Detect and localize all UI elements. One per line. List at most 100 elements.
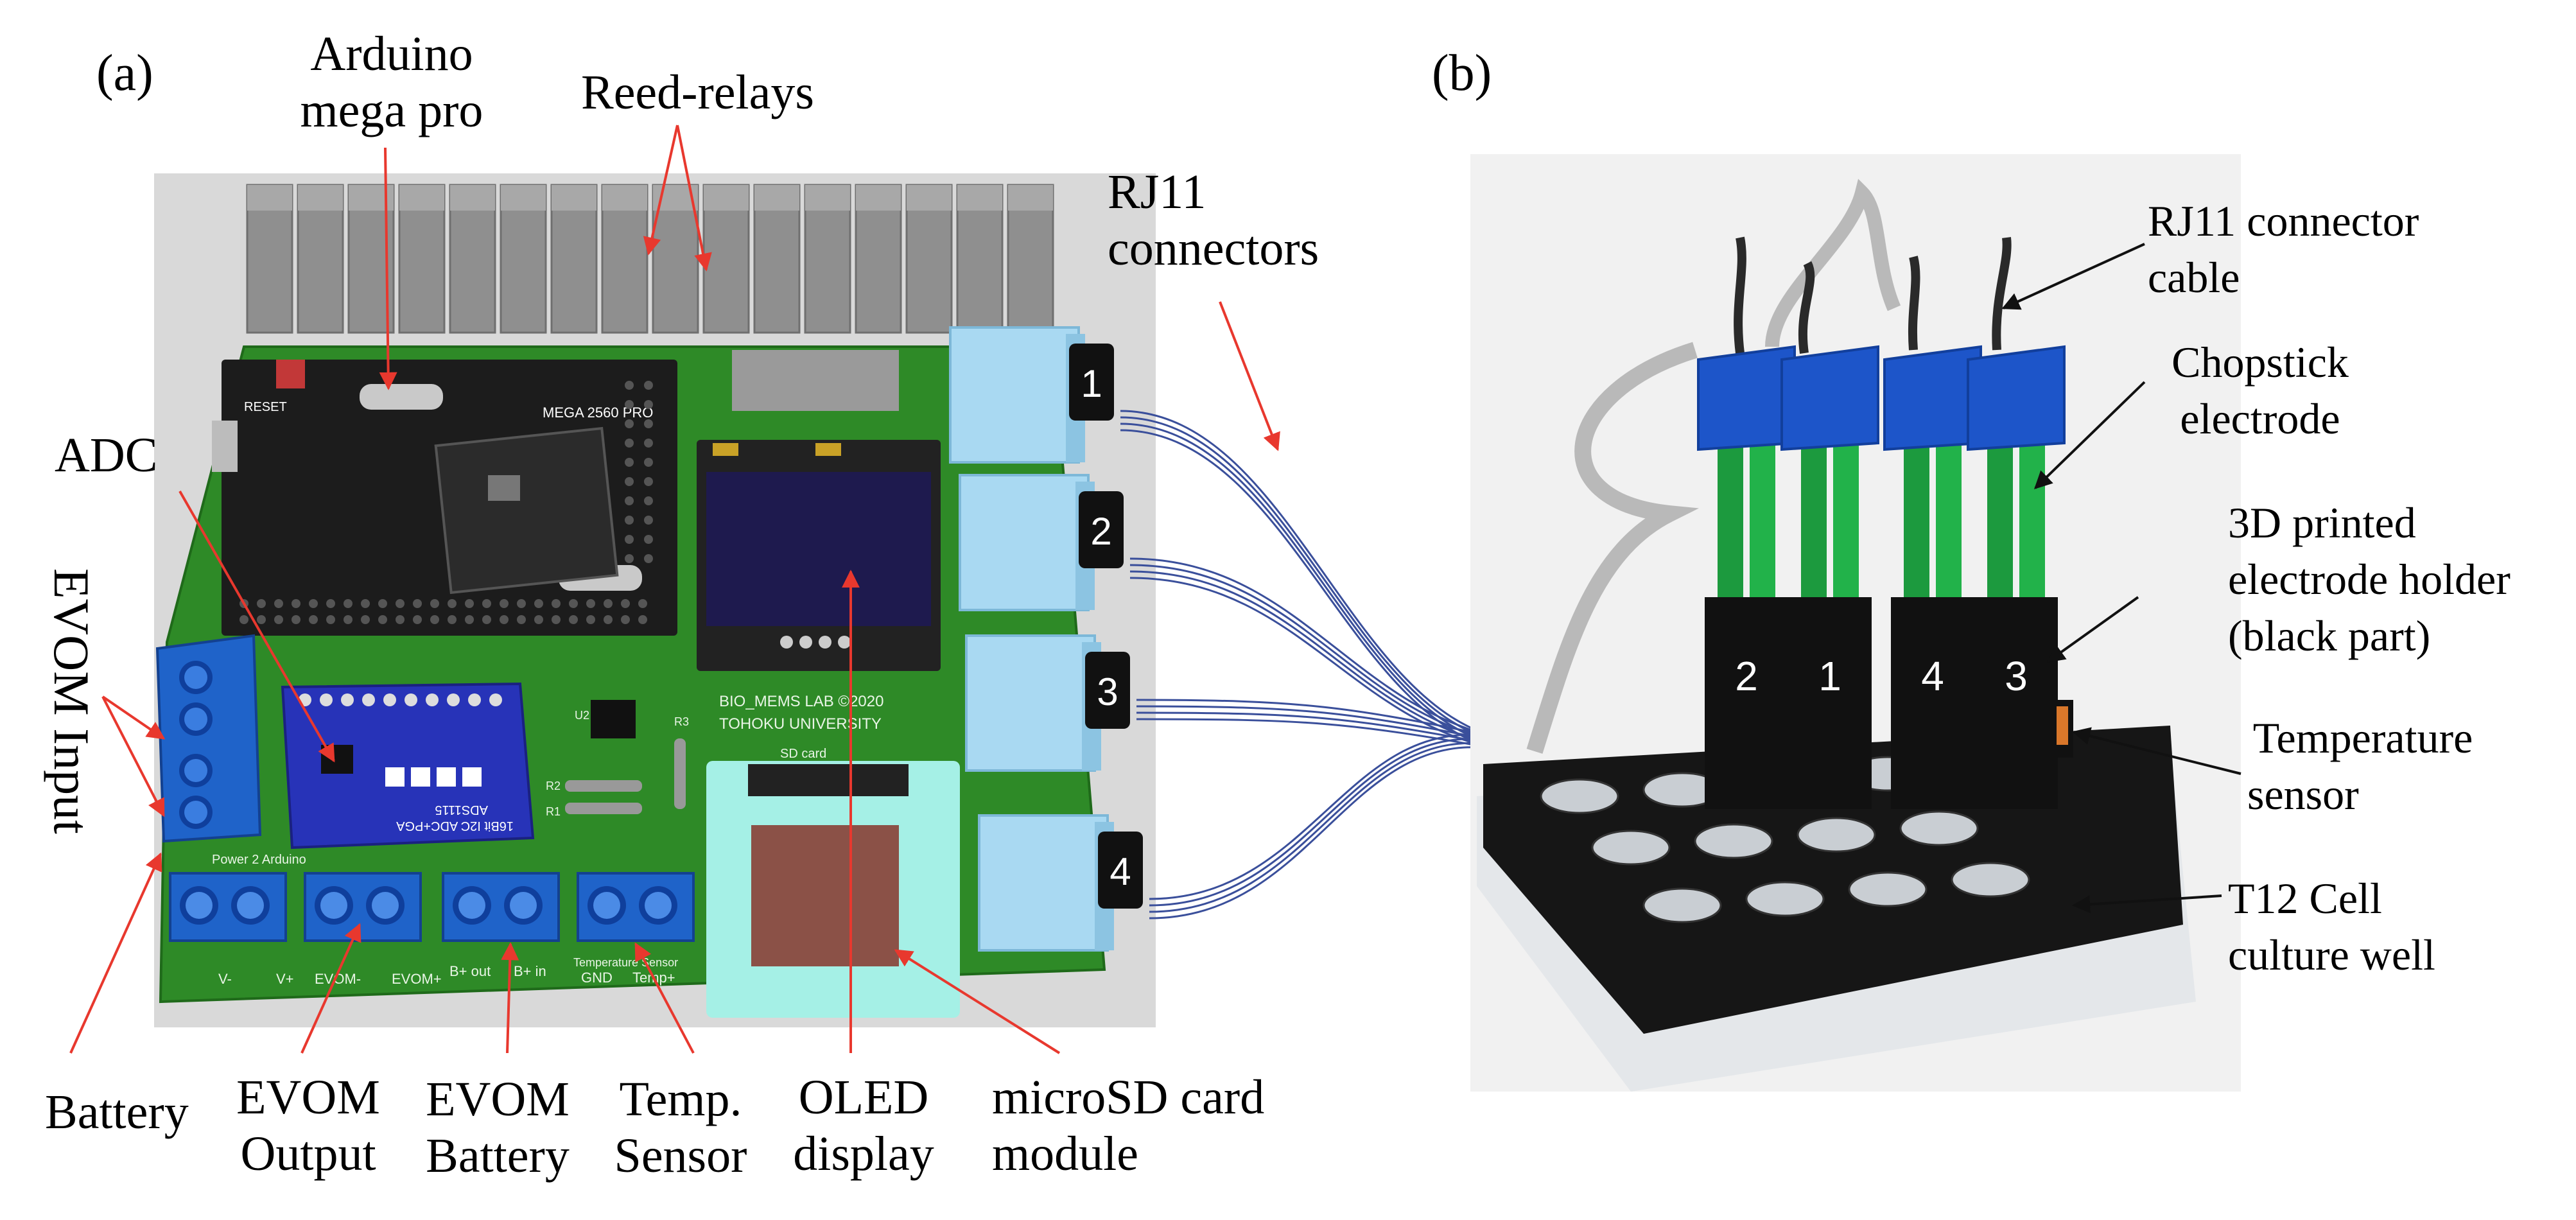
label-evom-output-2: Output <box>240 1127 376 1181</box>
label-rj11-cable-2: cable <box>2148 253 2240 302</box>
chip-u2 <box>591 700 636 738</box>
arrow-holder <box>2046 596 2139 663</box>
terminal-silkscreen-label: B+ in <box>514 963 546 979</box>
sd-silkscreen: SD card <box>780 747 826 761</box>
label-tempsensor-b-2: sensor <box>2247 770 2359 819</box>
rj11-connector <box>978 814 1109 952</box>
arrow-adc <box>178 491 335 763</box>
arduino-mega-pro: MEGA 2560 PRO RESET <box>212 360 677 636</box>
label-adc: ADC <box>55 428 158 482</box>
callout-arrows-b <box>2001 243 2241 914</box>
label-battery: Battery <box>45 1085 189 1139</box>
label-temp-sensor-2: Sensor <box>614 1129 747 1183</box>
arrow-microsd <box>894 949 1061 1054</box>
panel-a-board: MEGA 2560 PRO RESET BIO_MEMS LAB ©2020 T… <box>154 173 1503 1027</box>
chopstick-electrodes: 2 1 4 3 <box>1697 345 2066 809</box>
electrode-holder <box>1974 597 2058 809</box>
rj11-connector <box>965 634 1096 772</box>
terminal-silkscreen-label: GND <box>581 970 613 986</box>
connector-number: 4 <box>1110 850 1131 893</box>
label-temp-sensor: Temp. Sensor <box>600 1071 761 1184</box>
label-t12-2: culture well <box>2228 930 2435 979</box>
label-arduino-line2: mega pro <box>300 83 483 137</box>
black-cable-2 <box>1798 261 1815 354</box>
panel-label-b: (b) <box>1432 45 1492 101</box>
r1-silkscreen: R1 <box>546 805 561 818</box>
power-silkscreen: Power 2 Arduino <box>212 853 306 867</box>
arduino-pin-headers <box>239 381 653 624</box>
temperature-sensor-element <box>2057 706 2068 745</box>
connector-number: 2 <box>1090 510 1111 553</box>
arrow-relay-1 <box>643 125 679 256</box>
label-evom-input: EVOM Input <box>44 568 100 834</box>
electrode-cap <box>1883 345 1982 451</box>
mega-silkscreen: MEGA 2560 PRO <box>543 405 653 421</box>
rj11-connector <box>949 326 1080 464</box>
label-arduino-line1: Arduino <box>310 27 473 81</box>
label-evom-battery-2: Battery <box>426 1129 570 1183</box>
lab-silkscreen-2: TOHOKU UNIVERSITY <box>719 715 882 733</box>
label-chopstick-2: electrode <box>2180 394 2340 443</box>
electrode-holder <box>1788 597 1872 809</box>
arrow-evom-input-2 <box>101 696 165 817</box>
terminal-evom-input <box>155 634 262 843</box>
electrode-number: 2 <box>1735 653 1758 699</box>
electrode-cap <box>1697 345 1796 451</box>
arrow-arduino <box>379 147 397 390</box>
adc-silkscreen-board: 16Bit I2C ADC+PGA <box>396 819 514 833</box>
label-evom-battery: EVOM Battery <box>411 1071 584 1184</box>
arrow-evom-output <box>300 923 361 1054</box>
electrode-number: 3 <box>2005 653 2028 699</box>
label-oled: OLED display <box>787 1069 941 1182</box>
arrow-temperature <box>2072 727 2241 775</box>
r2-silkscreen: R2 <box>546 780 561 792</box>
label-microsd: microSD card module <box>992 1069 1313 1182</box>
electrode-holder <box>1705 597 1788 809</box>
temp-silkscreen: Temperature Sensor <box>573 956 678 969</box>
label-microsd-2: module <box>992 1127 1138 1181</box>
r3-silkscreen: R3 <box>674 715 689 728</box>
arrow-evom-battery <box>501 942 519 1054</box>
label-rj11-line2: connectors <box>1108 222 1319 275</box>
black-cable-4 <box>1992 237 2012 351</box>
electrode-number: 4 <box>1921 653 1944 699</box>
label-holder: 3D printed electrode holder (black part) <box>2228 494 2511 664</box>
reset-silkscreen: RESET <box>244 400 287 414</box>
resistor-r1 <box>565 803 642 814</box>
electrode-holder <box>1891 597 1974 809</box>
label-evom-output: EVOM Output <box>222 1069 395 1182</box>
arrow-relay-2 <box>676 125 712 272</box>
arrow-rj11-cable <box>2001 243 2145 310</box>
terminal-silkscreen-label: V+ <box>276 971 294 987</box>
label-evom-battery-1: EVOM <box>426 1072 570 1126</box>
terminal-silkscreen-label: EVOM+ <box>392 971 442 987</box>
oled-display <box>697 440 941 671</box>
u2-silkscreen: U2 <box>575 709 589 722</box>
panel-label-a: (a) <box>96 45 153 101</box>
label-rj11-line1: RJ11 <box>1108 165 1206 219</box>
callout-arrows-a <box>69 125 1280 1054</box>
label-t12-1: T12 Cell <box>2228 874 2382 923</box>
terminal-silkscreen-label: V- <box>218 971 232 987</box>
label-holder-2: electrode holder <box>2228 555 2511 604</box>
label-holder-3: (black part) <box>2228 611 2431 660</box>
microsd-module: SD card <box>706 747 960 1018</box>
label-rj11-cable-1: RJ11 connector <box>2148 196 2419 245</box>
label-evom-output-1: EVOM <box>236 1070 380 1124</box>
label-tempsensor-b-1: Temperature <box>2252 713 2473 762</box>
resistor-r2 <box>565 780 642 792</box>
rj11-connector <box>959 474 1090 611</box>
terminal-silkscreen-label: B+ out <box>449 963 491 979</box>
lab-silkscreen-1: BIO_MEMS LAB ©2020 <box>719 693 883 710</box>
resistor-r3 <box>674 738 686 809</box>
panel-b-photo: 2 1 4 3 <box>1470 154 2241 1092</box>
label-oled-1: OLED <box>798 1070 929 1124</box>
label-rj11-cable: RJ11 connector cable <box>2148 193 2419 306</box>
rj11-wires <box>1120 410 1503 919</box>
electrode-number: 1 <box>1818 653 1841 699</box>
label-chopstick: Chopstick electrode <box>2138 334 2382 447</box>
label-reed-relays: Reed-relays <box>581 65 814 119</box>
arrow-rj11 <box>1219 301 1280 451</box>
label-rj11-connectors: RJ11 connectors <box>1092 164 1361 277</box>
